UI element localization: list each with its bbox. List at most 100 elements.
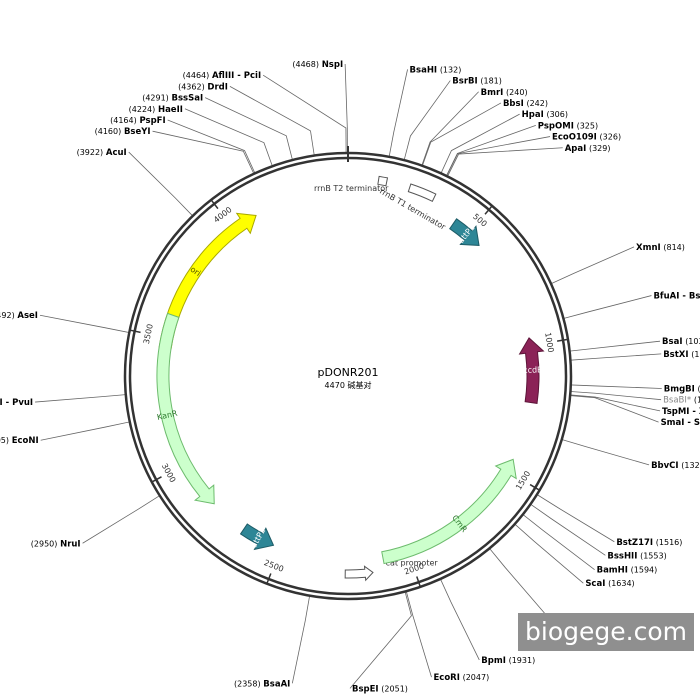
scale-tick <box>416 576 421 587</box>
site-hpai-leader <box>440 113 520 174</box>
site-name: BsaI <box>662 337 682 347</box>
site-position: (814) <box>663 242 685 251</box>
site-bspei-label: BspEI (2051) <box>352 684 408 694</box>
site-name: BfuAI - BspMI <box>653 291 700 301</box>
site-name: BmgBI <box>664 384 695 394</box>
site-econi-leader <box>40 421 130 441</box>
site-asei-label: (3492) AseI <box>0 311 38 321</box>
site-position: (3205) <box>0 436 9 445</box>
site-bseyi-leader <box>152 130 255 175</box>
site-xmni-label: XmnI (814) <box>636 242 685 252</box>
feature-cat-promoter-label: cat promoter <box>386 559 439 568</box>
site-xmni-leader <box>550 246 635 285</box>
site-position: (1067) <box>691 349 700 358</box>
site-afliii-pcii-leader <box>262 74 347 154</box>
site-name: XmnI <box>636 242 661 252</box>
site-name: BstXI <box>663 349 688 359</box>
scale-tick <box>529 483 540 491</box>
site-tspmi-xmai-leader <box>570 394 661 412</box>
site-smai-srfi-label: SmaI - SrfI (1180) <box>661 418 700 428</box>
site-pspomi-label: PspOMI (325) <box>538 121 598 131</box>
site-btgi-ncoi-styi-leader <box>489 548 549 618</box>
site-hpai-label: HpaI (306) <box>522 110 568 120</box>
scale-tick-label: 1000 <box>543 332 555 354</box>
site-bfuai-bspmi-leader <box>563 295 652 319</box>
site-position: (3492) <box>0 311 15 320</box>
site-bstz17i-label: BstZ17I (1516) <box>616 537 682 547</box>
site-ecori-leader <box>405 591 432 678</box>
site-bsai-leader <box>569 340 661 352</box>
plasmid-name: pDONR201 <box>318 366 379 379</box>
scale-tick-label: 1500 <box>514 469 532 491</box>
site-name: TspMI - XmaI <box>662 406 700 416</box>
site-haeii-leader <box>184 108 273 167</box>
site-apai-leader <box>447 147 563 177</box>
feature-rrnb-t2-terminator-label: rrnB T2 terminator <box>314 184 389 193</box>
site-name: NruI <box>60 539 81 549</box>
site-position: (2358) <box>234 679 261 688</box>
site-bsshii-leader <box>530 503 606 556</box>
site-name: EcoNI <box>12 436 39 446</box>
site-name: BpmI <box>481 655 506 665</box>
site-position: (4362) <box>178 82 205 91</box>
feature-rrnb-t2-terminator-marker <box>377 175 389 187</box>
site-drdi-leader <box>229 86 315 156</box>
site-bpmi-leader <box>440 578 480 661</box>
site-name: EcoRI <box>433 673 459 683</box>
feature-attp2-arrow <box>239 523 275 551</box>
site-name: NspI <box>322 60 343 70</box>
feature-ccdb-label: ccdB <box>523 365 543 375</box>
feature-cmr-arrow <box>381 458 517 565</box>
site-position: (1931) <box>509 655 536 664</box>
site-position: (4224) <box>129 104 156 113</box>
scale-tick-label: 4000 <box>212 205 234 225</box>
scale-tick <box>484 206 493 215</box>
site-name: BssHII <box>607 551 637 561</box>
site-scai-label: ScaI (1634) <box>585 579 634 589</box>
site-nrui-label: (2950) NruI <box>31 539 81 549</box>
site-name: BspEI <box>352 684 379 694</box>
site-name: EcoO109I <box>552 132 597 142</box>
scale-tick-label: 2500 <box>263 558 285 574</box>
site-position: (2047) <box>463 673 490 682</box>
site-name: PspOMI <box>538 121 574 131</box>
site-bsaai-leader <box>291 595 311 684</box>
site-acui-leader <box>128 151 194 217</box>
feature-kanr-arrow <box>156 312 215 505</box>
site-smai-srfi-leader <box>570 395 659 423</box>
site-bbvci-label: BbvCI (1323) <box>651 460 700 470</box>
scale-tick <box>211 200 219 210</box>
site-bsahi-leader <box>388 69 408 157</box>
site-bsabi-leader <box>570 391 662 401</box>
scale-tick <box>556 338 568 342</box>
site-name: BbvCI <box>651 460 679 470</box>
site-name: BseYI <box>124 127 151 137</box>
feature-cat-promoter-marker <box>344 565 374 582</box>
site-bsrbi-label: BsrBI (181) <box>452 76 502 86</box>
site-name: BsrBI <box>452 76 477 86</box>
site-position: (306) <box>546 110 568 119</box>
scale-tick <box>130 329 141 334</box>
site-asei-leader <box>39 314 130 333</box>
site-apai-label: ApaI (329) <box>565 143 611 153</box>
site-bsssai-leader <box>204 97 293 161</box>
site-position: (242) <box>526 98 548 107</box>
feature-rrnb-t1-terminator-marker <box>407 183 437 202</box>
site-name: ScaI <box>585 579 605 589</box>
site-bsai-label: BsaI (1038) <box>662 337 700 347</box>
site-bbvci-leader <box>561 439 650 466</box>
scale-tick-label: 3500 <box>142 323 155 345</box>
site-name: BsaHI <box>410 65 438 75</box>
site-position: (4468) <box>292 60 319 69</box>
site-pspfi-label: (4164) PspFI <box>110 116 166 126</box>
site-econi-label: (3205) EcoNI <box>0 436 39 446</box>
site-position: (1323) <box>681 460 700 469</box>
site-bsshii-label: BssHII (1553) <box>607 551 666 561</box>
site-bsaai-label: (2358) BsaAI <box>234 679 290 689</box>
site-ecoo109i-label: EcoO109I (326) <box>552 132 621 142</box>
site-name: BstZ17I <box>616 537 653 547</box>
site-ecori-label: EcoRI (2047) <box>433 673 489 683</box>
site-bspei-leader <box>349 591 412 689</box>
